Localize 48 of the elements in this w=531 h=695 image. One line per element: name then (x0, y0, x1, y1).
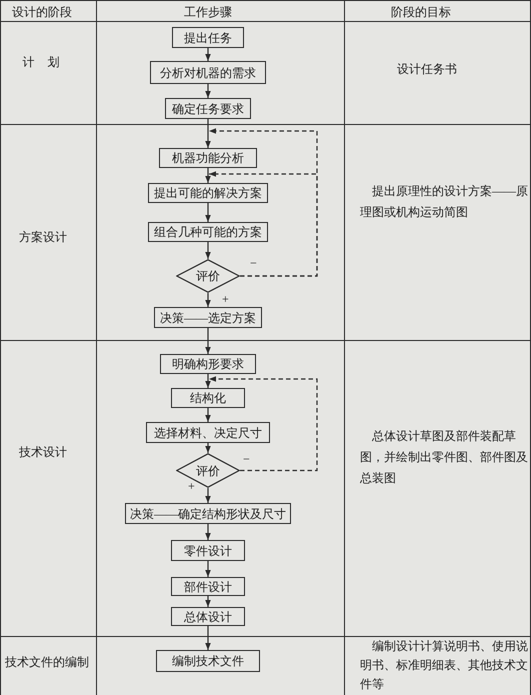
arrow (205, 596, 211, 607)
arrow (205, 293, 211, 307)
process-box: 结构化 (171, 388, 245, 408)
edge-label: − (243, 452, 250, 464)
stage-goal: 设计任务书 (397, 61, 457, 77)
arrow (205, 168, 211, 183)
column-header: 阶段的目标 (391, 4, 451, 20)
arrow (205, 443, 211, 453)
process-box: 选择材料、决定尺寸 (146, 422, 270, 443)
arrow (205, 488, 211, 503)
arrow (205, 561, 211, 577)
process-box: 部件设计 (171, 577, 245, 596)
process-box: 决策——确定结构形状及尺寸 (125, 503, 291, 524)
process-box: 确定任务要求 (165, 98, 251, 119)
stage-name: 技术设计 (19, 444, 67, 460)
column-header: 工作步骤 (184, 4, 232, 20)
process-box: 分析对机器的需求 (150, 61, 266, 84)
column-header: 设计的阶段 (12, 4, 72, 20)
stage-name: 方案设计 (19, 229, 67, 245)
feedback-arrow (209, 171, 318, 277)
stage-name: 计 划 (22, 54, 60, 70)
arrow (205, 626, 211, 650)
arrow (205, 408, 211, 422)
arrow (205, 203, 211, 222)
process-box: 编制技术文件 (156, 650, 260, 672)
process-box: 提出任务 (172, 27, 244, 48)
process-box: 决策——选定方案 (154, 307, 262, 328)
edge-label: + (222, 293, 229, 305)
arrow (205, 119, 211, 148)
arrow (205, 328, 211, 354)
arrow (205, 242, 211, 259)
process-box: 机器功能分析 (159, 148, 257, 168)
arrow (205, 84, 211, 98)
arrow (205, 524, 211, 540)
stage-goal: 编制设计计算说明书、使用说明书、标准明细表、其他技术文件等 (360, 638, 528, 693)
edge-label: − (250, 257, 257, 269)
process-box: 明确构形要求 (160, 354, 256, 374)
stage-goal: 总体设计草图及部件装配草图，并绘制出零件图、部件图及总装图 (360, 428, 528, 487)
arrow (205, 374, 211, 388)
stage-goal: 提出原理性的设计方案——原理图或机构运动简图 (360, 183, 528, 221)
process-box: 提出可能的解决方案 (148, 183, 268, 203)
process-box: 组合几种可能的方案 (148, 222, 268, 242)
process-box: 总体设计 (171, 607, 245, 626)
process-box: 零件设计 (171, 540, 245, 561)
decision-diamond: 评价 (176, 259, 240, 293)
feedback-arrow (209, 376, 318, 472)
stage-name: 技术文件的编制 (5, 654, 89, 670)
arrow (205, 48, 211, 61)
